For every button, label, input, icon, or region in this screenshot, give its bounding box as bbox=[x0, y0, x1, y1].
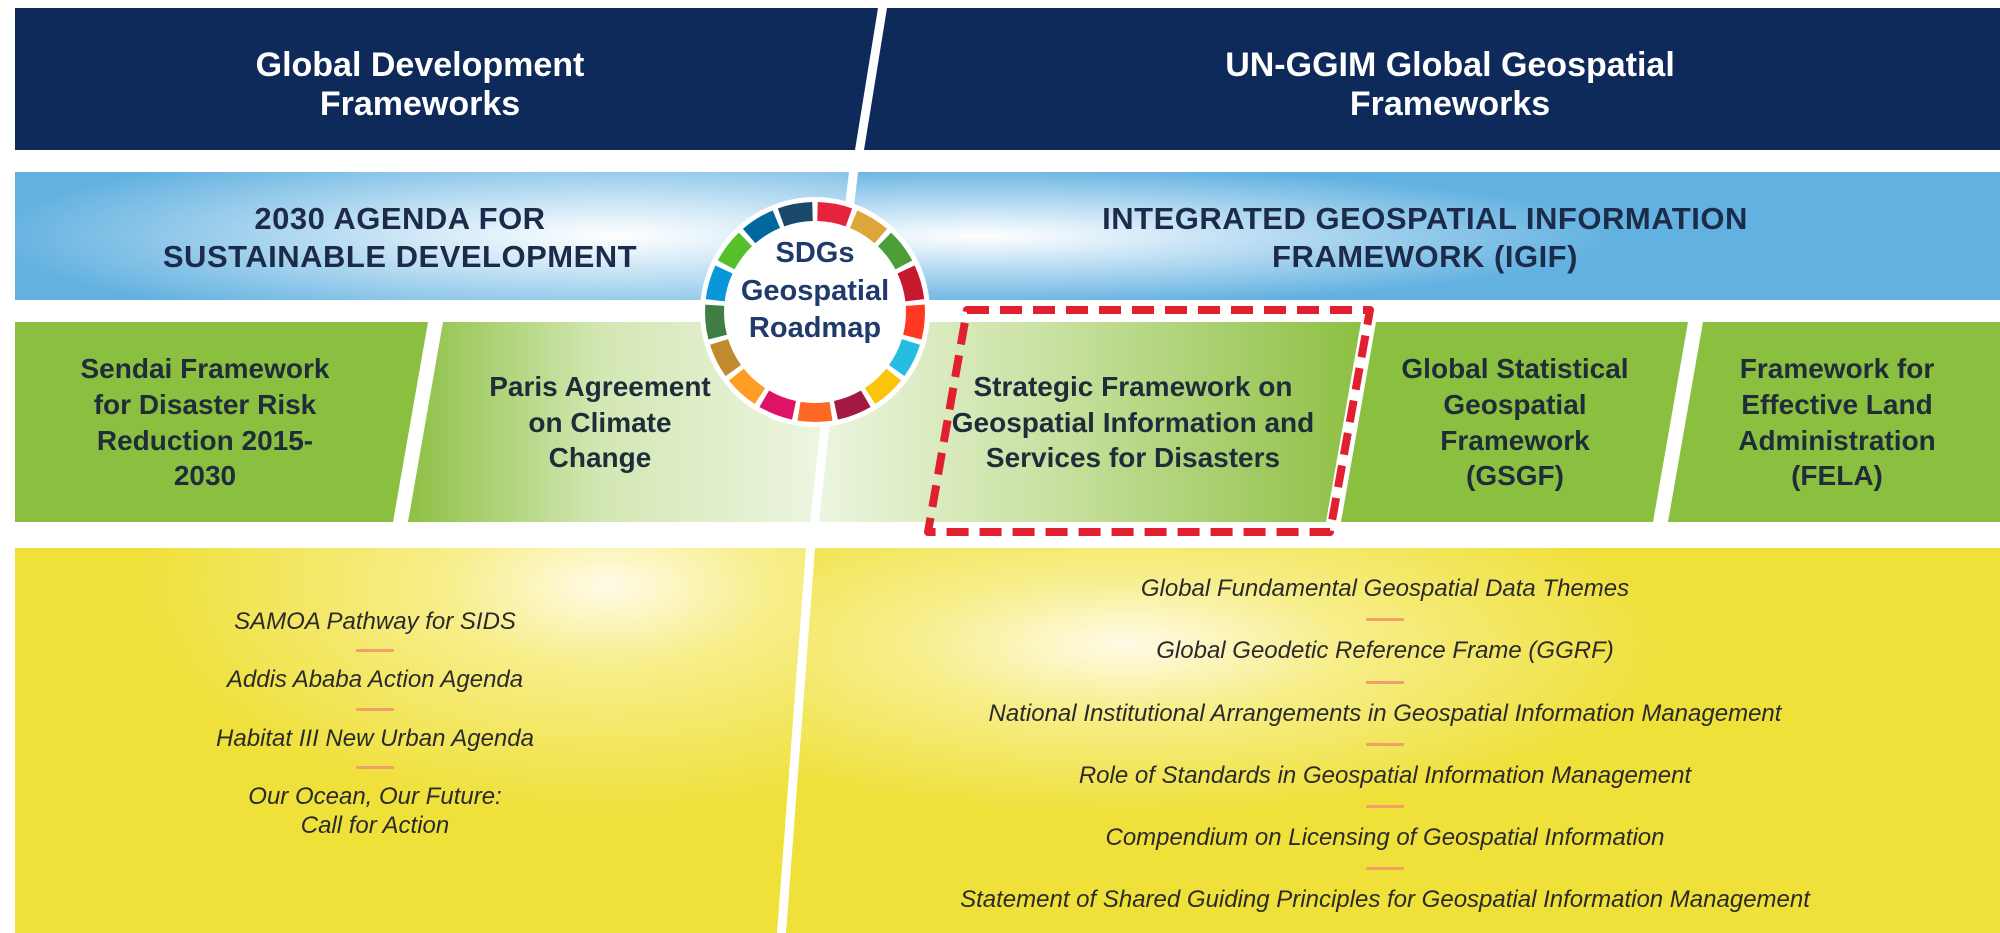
sdg-ring-segment bbox=[833, 390, 871, 420]
sdg-ring-segment bbox=[817, 202, 853, 227]
list-item: National Institutional Arrangements in G… bbox=[988, 699, 1782, 727]
sdg-ring-segment bbox=[797, 401, 833, 422]
band-left-title: 2030 AGENDA FOR SUSTAINABLE DEVELOPMENT bbox=[162, 201, 638, 274]
box-sendai bbox=[15, 322, 428, 522]
hub-title: SDGs Geospatial Roadmap bbox=[735, 235, 895, 348]
list-separator bbox=[356, 765, 394, 769]
list-separator bbox=[356, 707, 394, 711]
list-item: Role of Standards in Geospatial Informat… bbox=[1078, 761, 1692, 789]
hub-line-1: SDGs bbox=[775, 237, 855, 269]
sendai-label: Sendai Framework for Disaster Risk Reduc… bbox=[80, 353, 330, 492]
list-item: Our Ocean, Our Future: Call for Action bbox=[248, 782, 502, 840]
sdg-ring-segment bbox=[728, 368, 766, 405]
sdg-ring-segment bbox=[709, 339, 742, 377]
header-bar-left bbox=[15, 8, 878, 150]
sdg-ring-segment bbox=[849, 210, 888, 244]
sdg-ring-segment bbox=[903, 304, 925, 340]
gsgf-label: Global Statistical Geospatial Framework … bbox=[1401, 353, 1629, 492]
list-item: Addis Ababa Action Agenda bbox=[226, 666, 524, 694]
list-item: Statement of Shared Guiding Principles f… bbox=[960, 886, 1810, 914]
list-separator bbox=[1366, 805, 1404, 809]
header-bar-right bbox=[864, 8, 2000, 150]
panel-right bbox=[786, 548, 2000, 933]
sdg-ring-segment bbox=[742, 210, 781, 244]
sdg-ring-segment bbox=[777, 202, 813, 227]
fela-label: Framework for Effective Land Administrat… bbox=[1738, 353, 1936, 492]
sdg-ring-segment bbox=[705, 304, 727, 340]
sdg-ring-segment bbox=[759, 390, 797, 420]
sdg-ring-segment bbox=[888, 339, 921, 377]
list-separator bbox=[1366, 742, 1404, 746]
list-separator bbox=[1366, 867, 1404, 871]
list-separator bbox=[1366, 618, 1404, 622]
panel-left bbox=[15, 548, 806, 933]
list-separator bbox=[356, 649, 394, 653]
list-separator bbox=[1366, 680, 1404, 684]
list-item: Compendium on Licensing of Geospatial In… bbox=[1105, 824, 1665, 852]
strategic-label: Strategic Framework on Geospatial Inform… bbox=[951, 371, 1315, 474]
highlight-dashed-border bbox=[924, 306, 1374, 536]
header-left-title: Global Development Frameworks bbox=[255, 45, 585, 123]
sdg-ring-segment bbox=[864, 368, 902, 405]
band-right bbox=[843, 172, 2000, 300]
sdg-ring-segment bbox=[897, 265, 925, 302]
hub-center bbox=[725, 222, 905, 402]
sdg-color-wheel-icon bbox=[700, 197, 930, 427]
list-item: Global Fundamental Geospatial Data Theme… bbox=[1140, 575, 1630, 602]
hub-line-2: Geospatial bbox=[740, 274, 890, 307]
list-item: Habitat III New Urban Agenda bbox=[216, 724, 534, 752]
band-right-title: INTEGRATED GEOSPATIAL INFORMATION FRAMEW… bbox=[1102, 201, 1748, 274]
hub-line-3: Roadmap bbox=[748, 312, 882, 345]
sdg-ring-segment bbox=[705, 265, 733, 302]
geospatial-frameworks-list: Global Fundamental Geospatial Data Theme… bbox=[880, 574, 1890, 915]
header-right-title: UN-GGIM Global Geospatial Frameworks bbox=[1225, 45, 1675, 123]
list-item: Global Geodetic Reference Frame (GGRF) bbox=[1156, 637, 1614, 665]
global-development-list: SAMOA Pathway for SIDS Addis Ababa Actio… bbox=[170, 607, 580, 840]
sdg-ring-segment bbox=[717, 232, 753, 270]
band-left bbox=[15, 172, 849, 300]
paris-label: Paris Agreement on Climate Change bbox=[489, 371, 711, 474]
box-gsgf bbox=[1341, 322, 1688, 522]
list-item: SAMOA Pathway for SIDS bbox=[234, 608, 516, 635]
sdg-ring-segment bbox=[877, 232, 913, 270]
box-fela bbox=[1668, 322, 2000, 522]
